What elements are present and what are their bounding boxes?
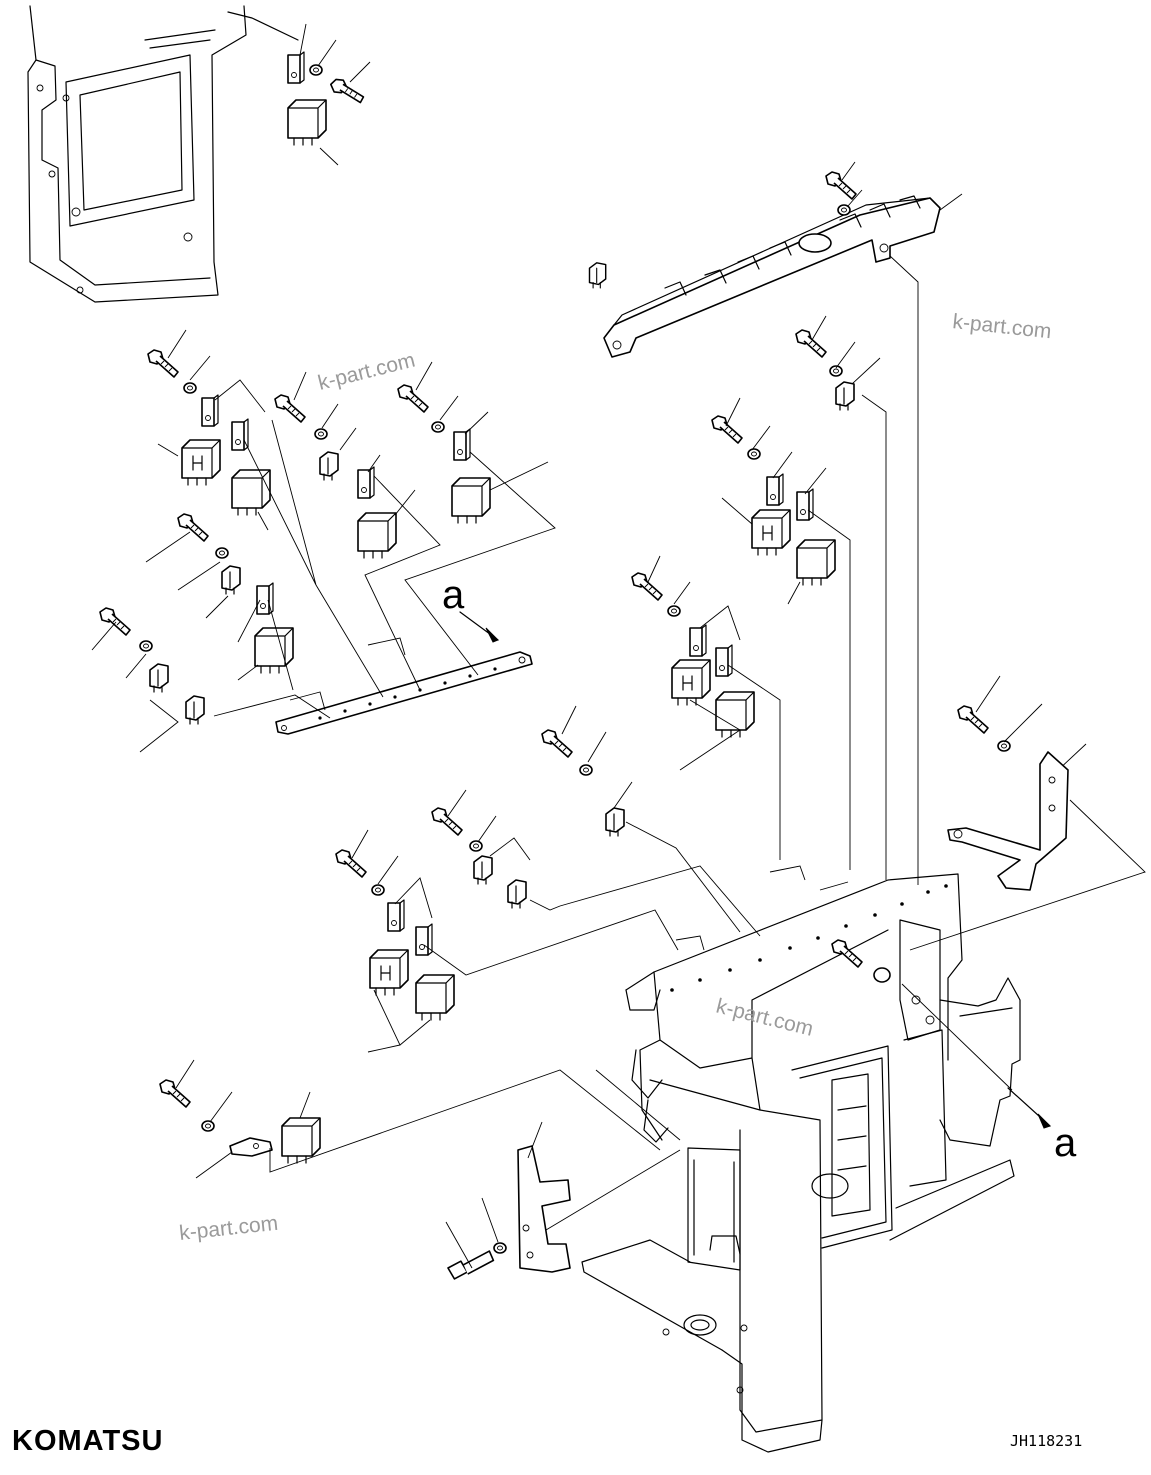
main-housing [581,873,1021,1453]
arrow-a-top [459,611,499,643]
right-bracket [909,675,1146,951]
top-left-mounting-panel [27,5,299,303]
bottom-bracket [445,1121,681,1280]
leader-lines-right [595,255,919,1141]
watermark: k-part.com [178,1212,279,1245]
relay-rail [588,161,963,358]
middle-relay-cluster [335,705,761,1053]
terminal-strip [275,651,533,735]
label-a-top: a [442,573,465,617]
rail-relay-sockets [588,195,921,296]
right-relay-cluster [631,315,887,880]
drawing-code: JH118231 [1010,1432,1083,1450]
top-relay-assembly [287,23,371,166]
left-relay-cluster [91,329,549,753]
bottom-left-relay [159,1059,661,1179]
label-a-bottom: a [1054,1121,1077,1165]
watermark: k-part.com [714,995,816,1041]
leader-lines-left [213,419,556,719]
brand-logo: KOMATSU [12,1425,164,1457]
arrow-a-bottom [1007,1087,1051,1129]
watermark: k-part.com [951,310,1052,343]
